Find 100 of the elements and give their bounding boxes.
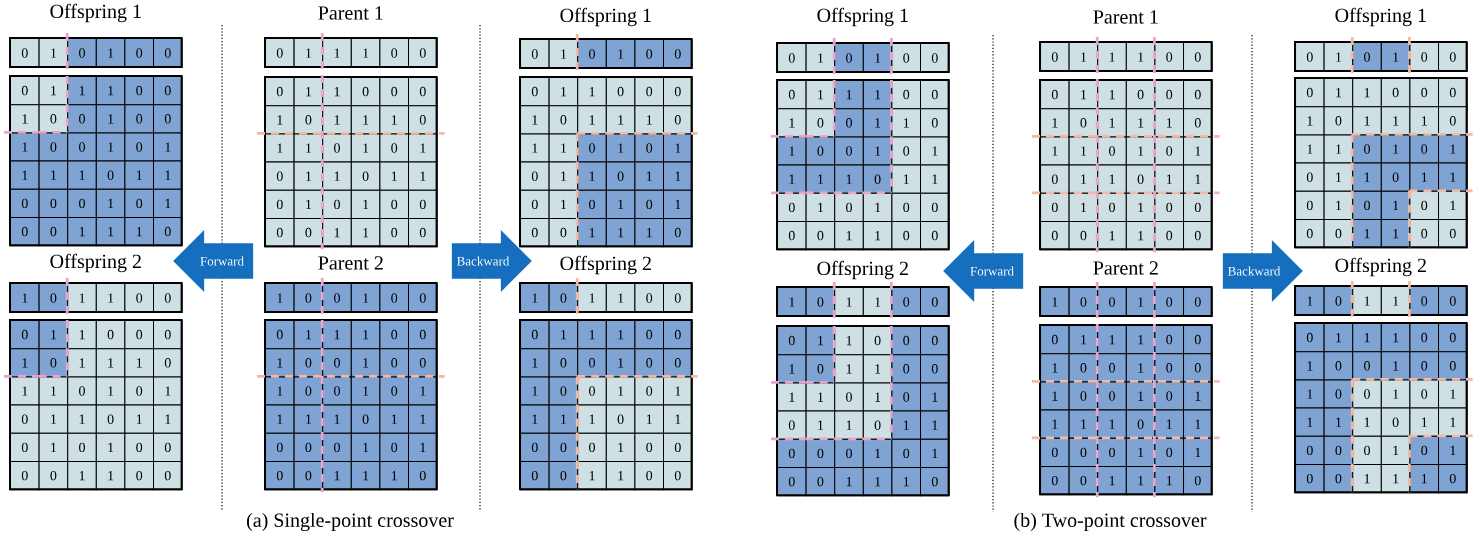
table-cell: 0 — [805, 108, 836, 138]
table-cell: 1 — [379, 404, 409, 434]
table-cell: 0 — [67, 104, 97, 134]
table-cell: 0 — [1183, 192, 1213, 222]
table-cell: 1 — [577, 404, 607, 434]
table-cell: 1 — [350, 189, 381, 219]
table-cell: 0 — [1409, 351, 1439, 381]
table-cell: 0 — [663, 348, 693, 378]
table-cell: 1 — [1380, 464, 1411, 494]
table-cell: 1 — [1380, 351, 1411, 381]
table-cell: 0 — [891, 438, 921, 468]
table-cell: 0 — [1154, 437, 1184, 467]
table-cell: 0 — [1409, 323, 1439, 353]
table-cell: 1 — [605, 218, 636, 248]
table-cell: 1 — [1154, 108, 1184, 138]
table-cell: 0 — [124, 132, 154, 162]
table-cell: 0 — [67, 432, 97, 462]
table-cell: 1 — [805, 326, 836, 356]
table-cell: 1 — [322, 105, 352, 135]
table-cell: 0 — [920, 108, 950, 138]
table-cell: 0 — [1154, 80, 1184, 110]
table-cell: 1 — [1125, 108, 1156, 138]
table-cell: 0 — [293, 218, 324, 248]
table-cell: 1 — [95, 132, 126, 162]
grid-title: Parent 1 — [318, 6, 383, 20]
table-cell: 0 — [95, 404, 126, 434]
table-cell: 1 — [293, 320, 324, 350]
table-cell: 1 — [605, 189, 636, 219]
table-cell: 1 — [350, 218, 381, 248]
table-cell: 0 — [634, 348, 664, 378]
table-cell: 1 — [920, 164, 950, 194]
table-cell: 0 — [379, 320, 409, 350]
table-cell: 0 — [1323, 379, 1354, 409]
table-cell: 1 — [577, 461, 607, 491]
table-cell: 0 — [891, 221, 921, 251]
table-cell: 1 — [1323, 190, 1354, 220]
table-cell: 1 — [548, 77, 579, 107]
table-cell: 0 — [577, 189, 607, 219]
table-cell: 0 — [1380, 162, 1411, 192]
table-cell: 0 — [577, 432, 607, 462]
table-cell: 0 — [293, 348, 324, 378]
table-cell: 1 — [548, 320, 579, 350]
table-cell: 0 — [379, 432, 409, 462]
table-cell: 1 — [634, 105, 664, 135]
table-cell: 1 — [1352, 464, 1382, 494]
table-cell: 1 — [1154, 409, 1184, 439]
table-cell: 1 — [1125, 136, 1156, 166]
table-cell: 1 — [153, 188, 183, 218]
table-cell: 0 — [153, 432, 183, 462]
table-cell: 0 — [577, 348, 607, 378]
table-cell: 0 — [634, 77, 664, 107]
table-cell: 1 — [95, 348, 126, 378]
table-cell: 1 — [124, 404, 154, 434]
table-cell: 0 — [1068, 437, 1099, 467]
table-cell: 1 — [408, 161, 438, 191]
table-cell: 1 — [1409, 106, 1439, 136]
table-cell: 1 — [1438, 435, 1468, 465]
table-cell: 1 — [1323, 78, 1354, 108]
table-cell: 0 — [38, 217, 69, 247]
table-cell: 0 — [1068, 466, 1099, 496]
table-cell: 0 — [862, 164, 893, 194]
table-cell: 1 — [67, 348, 97, 378]
table-cell: 1 — [1352, 162, 1382, 192]
table-cell: 0 — [1183, 108, 1213, 138]
table-cell: 0 — [805, 221, 836, 251]
table-cell: 0 — [605, 77, 636, 107]
table-cell: 1 — [1097, 221, 1127, 251]
table-cell: 0 — [891, 326, 921, 356]
table-cell: 1 — [1380, 106, 1411, 136]
table-cell: 0 — [805, 354, 836, 384]
table-cell: 1 — [67, 76, 97, 106]
table-cell: 0 — [408, 348, 438, 378]
table-cell: 1 — [379, 461, 409, 491]
table-cell: 0 — [379, 348, 409, 378]
table-cell: 0 — [293, 432, 324, 462]
table-cell: 0 — [1183, 466, 1213, 496]
table-cell: 1 — [663, 161, 693, 191]
table-cell: 1 — [293, 404, 324, 434]
table-cell: 1 — [1323, 134, 1354, 164]
table-cell: 0 — [1154, 192, 1184, 222]
table-cell: 1 — [834, 164, 864, 194]
table-cell: 1 — [634, 161, 664, 191]
table-cell: 0 — [124, 320, 154, 350]
table-cell: 1 — [663, 404, 693, 434]
table-cell: 1 — [322, 77, 352, 107]
table-cell: 1 — [891, 467, 921, 497]
table-cell: 1 — [95, 104, 126, 134]
table-cell: 0 — [67, 376, 97, 406]
table-cell: 1 — [805, 410, 836, 440]
table-cell: 0 — [1125, 164, 1156, 194]
table-cell: 1 — [548, 189, 579, 219]
table-cell: 0 — [834, 192, 864, 222]
table-cell: 1 — [322, 461, 352, 491]
table-cell: 1 — [805, 382, 836, 412]
grid-title: Offspring 2 — [50, 253, 141, 273]
table-cell: 0 — [1380, 78, 1411, 108]
table-cell: 1 — [350, 376, 381, 406]
table-cell: 1 — [577, 218, 607, 248]
table-cell: 0 — [408, 218, 438, 248]
table-cell: 1 — [95, 76, 126, 106]
